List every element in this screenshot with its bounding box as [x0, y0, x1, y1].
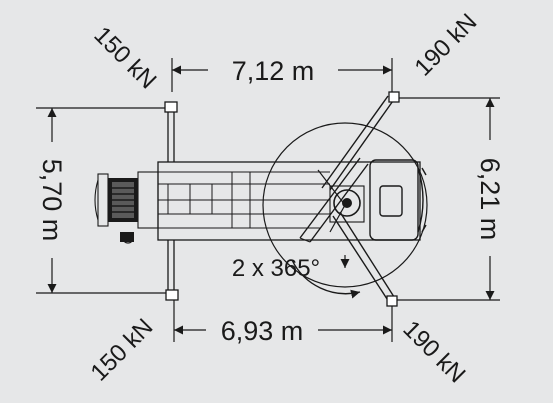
- outrigger-pad-bottom-left: [165, 289, 179, 301]
- rotation-arrow: [291, 259, 361, 299]
- top-width-label: 7,12 m: [232, 56, 315, 86]
- outrigger-pad-top-left: [164, 101, 178, 113]
- turntable-hub: [333, 189, 361, 217]
- dimension-top: 7,12 m: [171, 56, 393, 92]
- load-top-left-label: 150 kN: [89, 22, 162, 95]
- load-top-right-label: 190 kN: [410, 9, 483, 82]
- left-height-label: 5,70 m: [37, 159, 67, 242]
- dimension-left: 5,70 m: [36, 107, 172, 294]
- cab: [369, 159, 419, 241]
- outriggers: [164, 91, 400, 307]
- load-bottom-right-label: 190 kN: [398, 316, 471, 389]
- outrigger-pad-bottom-right: [386, 295, 398, 307]
- dimension-bottom: 6,93 m: [173, 296, 393, 346]
- load-bottom-left-label: 150 kN: [86, 314, 159, 387]
- dimension-right: 6,21 m: [396, 97, 505, 301]
- right-height-label: 6,21 m: [475, 158, 505, 241]
- bottom-width-label: 6,93 m: [221, 316, 304, 346]
- slewing-circle: [262, 122, 428, 288]
- outrigger-pad-top-right: [388, 91, 400, 103]
- rotation-label: 2 x 365°: [232, 255, 320, 282]
